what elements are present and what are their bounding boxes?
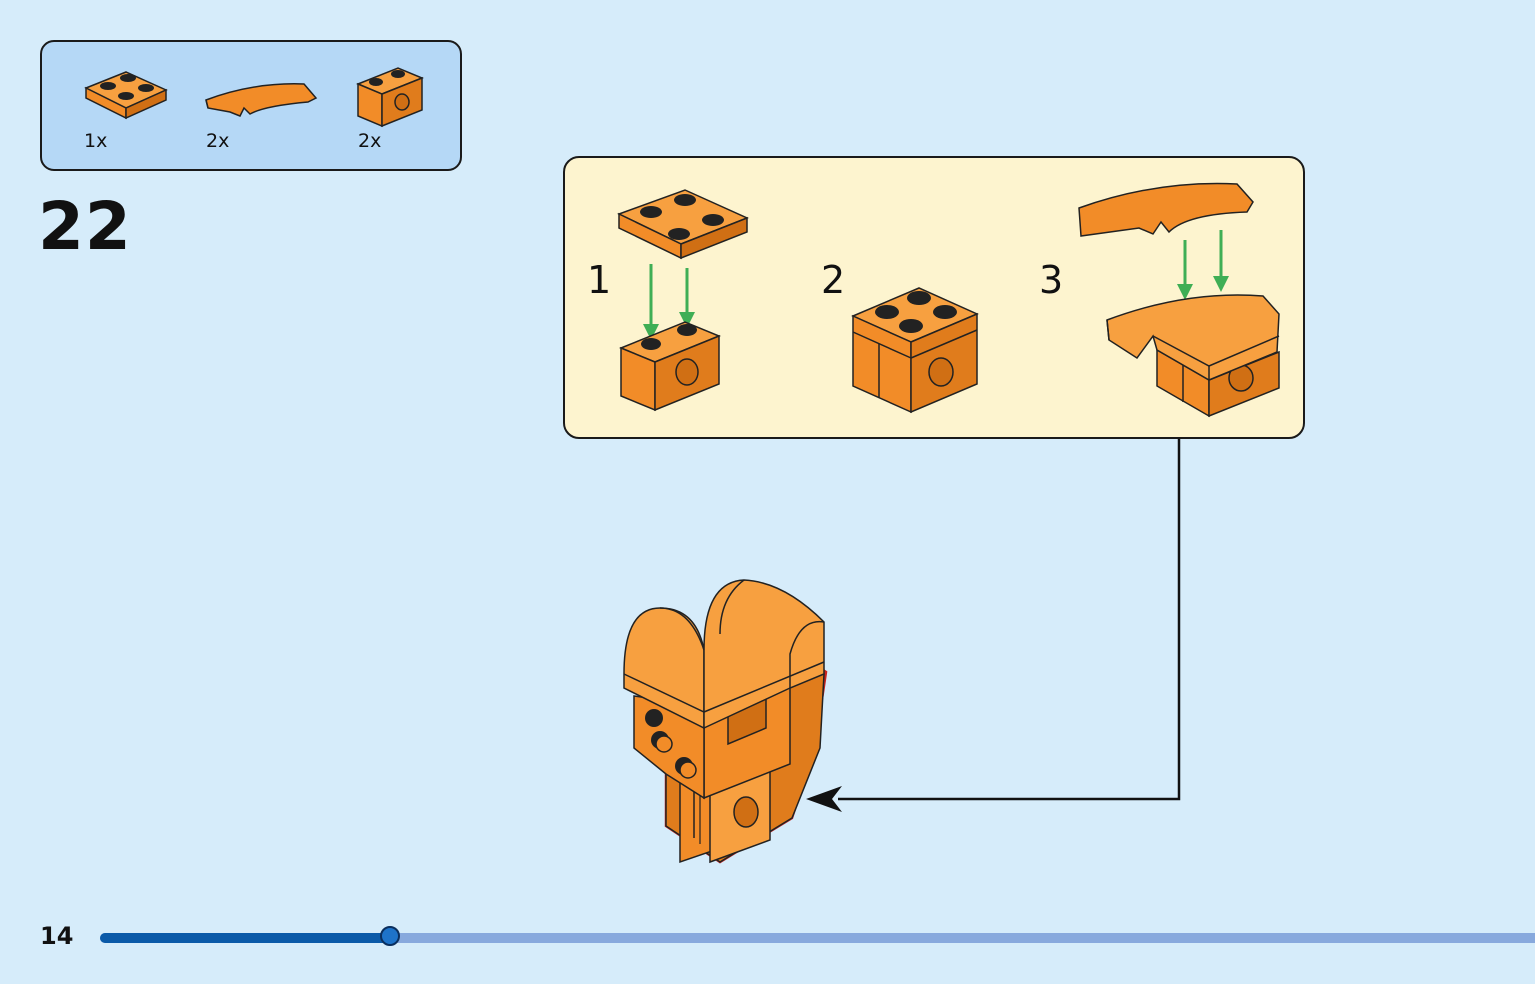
part-quantity: 2x [358, 130, 382, 152]
sub-assembly-box: 1 2 3 [563, 156, 1305, 439]
progress-indicator [380, 926, 400, 946]
technic-brick-icon [356, 67, 424, 128]
parts-list-box: 1x 2x 2x [40, 40, 462, 171]
main-model-illustration [623, 579, 828, 864]
substep-number: 2 [821, 258, 846, 302]
substep-3-illustration [1078, 182, 1280, 418]
substep-2-illustration [851, 287, 979, 414]
part-quantity: 1x [84, 130, 108, 152]
substep-number: 1 [587, 258, 612, 302]
page-number: 14 [40, 922, 74, 950]
curved-slope-icon [205, 83, 318, 117]
part-quantity: 2x [206, 130, 230, 152]
progress-bar [100, 926, 1535, 946]
pointer-arrow-icon [806, 786, 842, 812]
step-number: 22 [38, 188, 132, 265]
progress-bar-fill [100, 933, 390, 943]
substep-1-illustration [617, 189, 749, 412]
plate-2x2-icon [84, 71, 168, 120]
substep-number: 3 [1039, 258, 1064, 302]
